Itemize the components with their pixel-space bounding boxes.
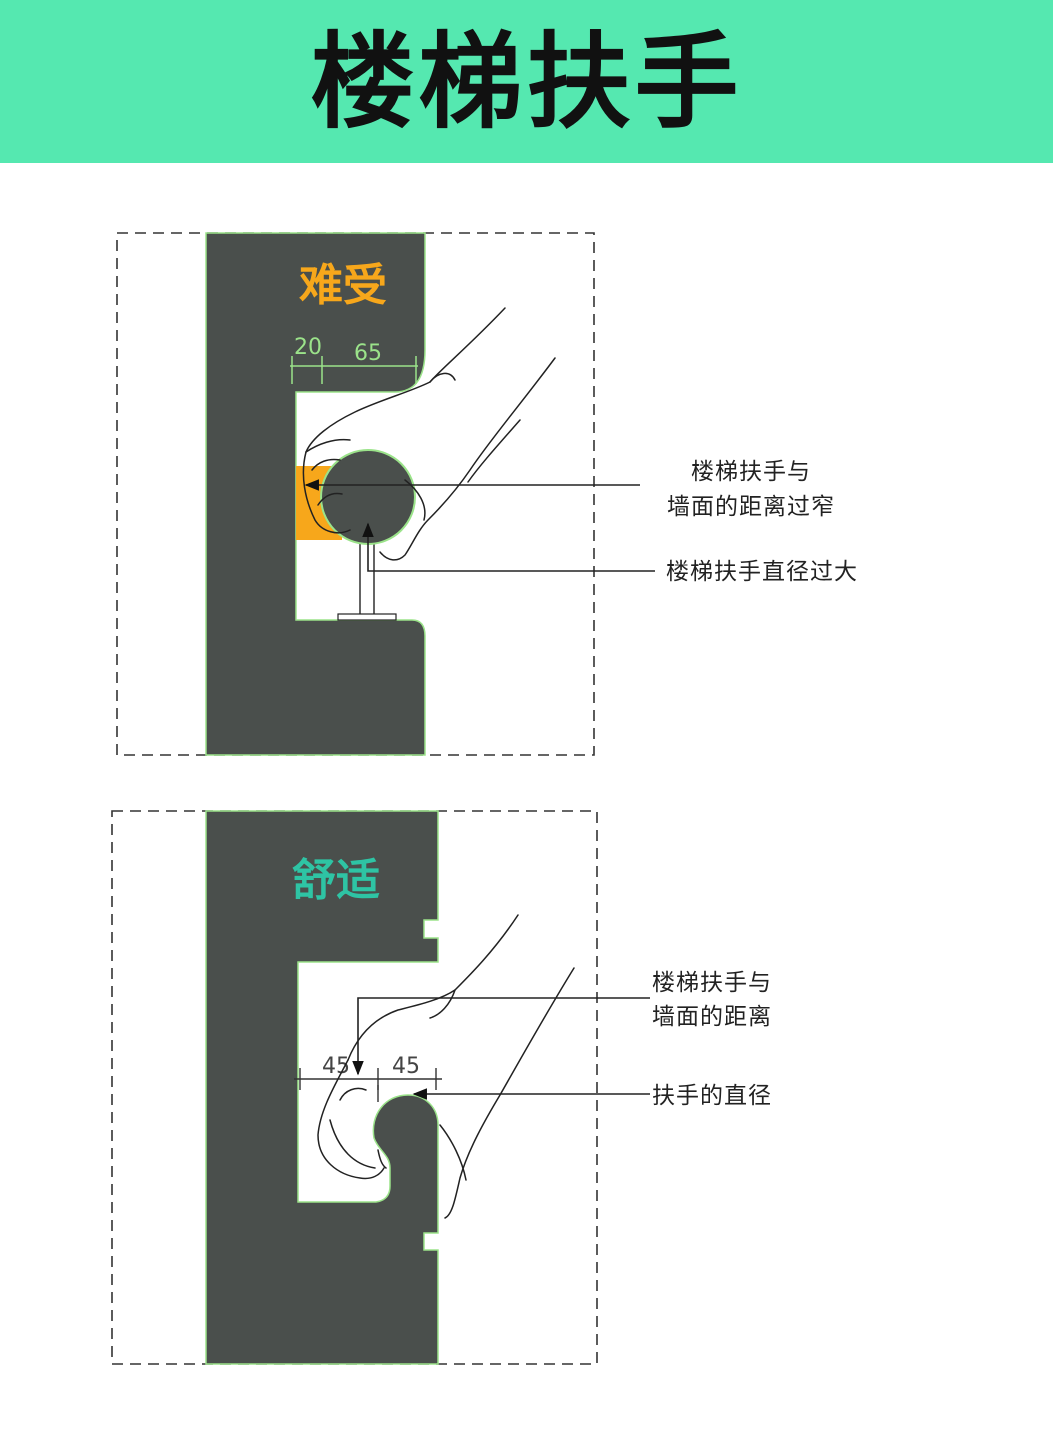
hand-sketch bbox=[302, 307, 556, 561]
leader-diameter bbox=[362, 522, 655, 572]
badge-comfortable: 舒适 bbox=[292, 855, 380, 906]
dimension-label-right: 45 bbox=[392, 1054, 420, 1079]
dimension-line bbox=[294, 1068, 442, 1102]
callout-gap-line2: 墙面的距离 bbox=[652, 1004, 772, 1030]
dimension-label-left: 45 bbox=[322, 1054, 350, 1079]
callout-diameter: 扶手的直径 bbox=[652, 1083, 772, 1109]
callout-gap-line1: 楼梯扶手与 bbox=[691, 459, 811, 485]
hand-sketch bbox=[317, 914, 575, 1219]
dimension-label-right: 65 bbox=[354, 341, 382, 366]
callout-gap-line1: 楼梯扶手与 bbox=[652, 970, 772, 996]
wall-profile bbox=[205, 810, 439, 1365]
callout-diameter: 楼梯扶手直径过大 bbox=[666, 559, 858, 585]
badge-uncomfortable: 难受 bbox=[299, 260, 387, 311]
dimension-line bbox=[290, 356, 418, 384]
header-banner: 楼梯扶手 bbox=[0, 0, 1053, 163]
dimension-label-left: 20 bbox=[294, 335, 322, 360]
panel-uncomfortable: 难受 20 65 楼梯扶手与 bbox=[116, 232, 858, 756]
page-title: 楼梯扶手 bbox=[310, 20, 743, 143]
panel-comfortable: 舒适 45 45 楼梯扶手与 墙面的距离 扶手的直径 bbox=[111, 810, 772, 1365]
handrail-base-plate bbox=[337, 613, 397, 621]
leader-gap bbox=[352, 997, 650, 1076]
callout-gap-line2: 墙面的距离过窄 bbox=[667, 494, 835, 520]
handrail-post bbox=[359, 539, 375, 617]
